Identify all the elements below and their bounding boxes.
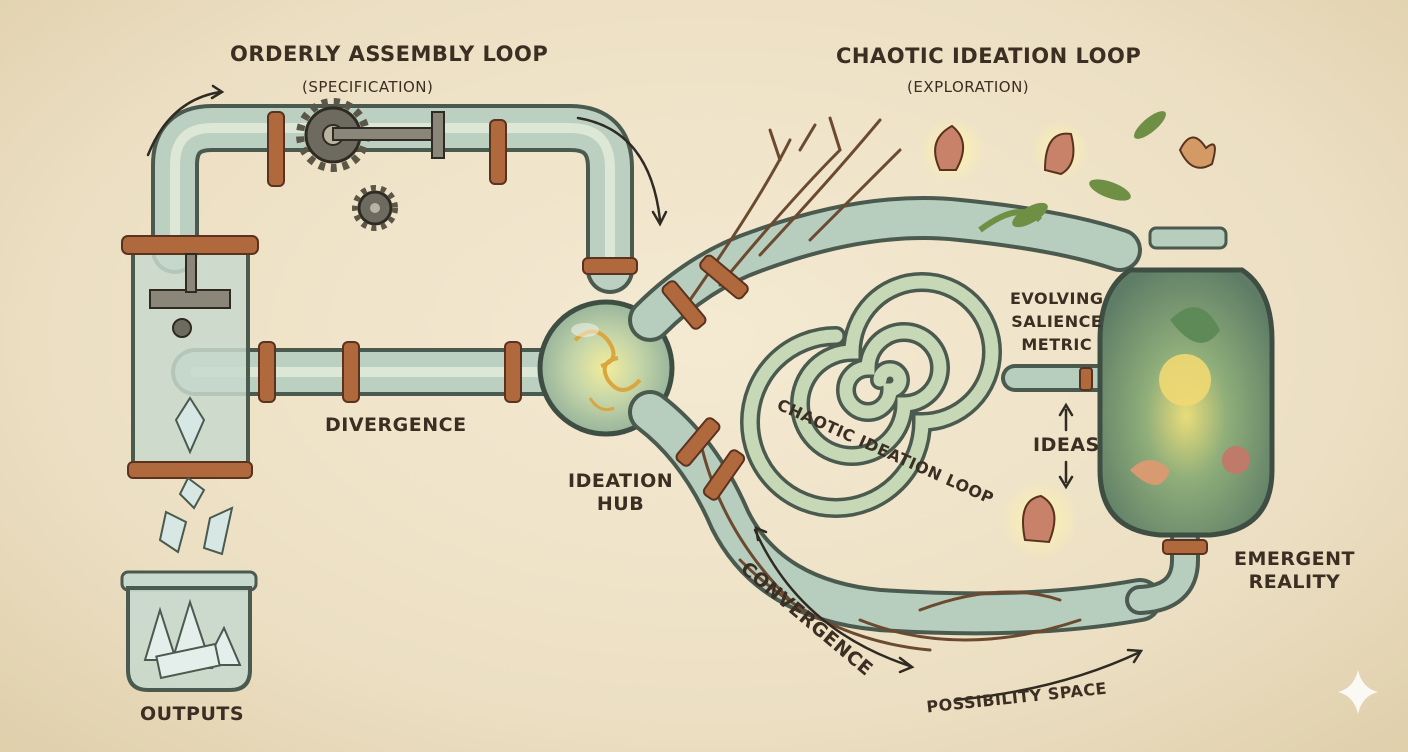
outputs-label: OUTPUTS (140, 703, 244, 725)
assembly-cylinder (122, 236, 258, 478)
ideation-hub-label: IDEATION HUB (568, 470, 673, 516)
orderly-loop-subtitle: (SPECIFICATION) (302, 78, 433, 96)
ideation-hub-label-line1: IDEATION (568, 470, 673, 493)
chaotic-loop-subtitle: (EXPLORATION) (907, 78, 1029, 96)
emergent-label-line2: REALITY (1234, 571, 1355, 594)
emergent-reality-label: EMERGENT REALITY (1234, 548, 1355, 594)
salience-label-line1: EVOLVING (1010, 287, 1103, 310)
salience-metric-label: EVOLVING SALIENCE METRIC (1010, 287, 1103, 356)
divergence-label: DIVERGENCE (325, 414, 467, 436)
falling-crystals (160, 478, 232, 554)
orderly-loop-title: ORDERLY ASSEMBLY LOOP (230, 42, 548, 66)
sparkle-icon (1338, 670, 1378, 714)
emergent-label-line1: EMERGENT (1234, 548, 1355, 571)
salience-label-line2: SALIENCE (1010, 310, 1103, 333)
chaotic-loop-title: CHAOTIC IDEATION LOOP (836, 44, 1141, 68)
gear-small-icon (355, 188, 395, 228)
outputs-jar (122, 572, 256, 690)
salience-label-line3: METRIC (1010, 333, 1103, 356)
ideation-hub-label-line2: HUB (568, 493, 673, 516)
emergent-reality-jar (1080, 228, 1272, 554)
ideas-label: IDEAS (1033, 434, 1100, 456)
